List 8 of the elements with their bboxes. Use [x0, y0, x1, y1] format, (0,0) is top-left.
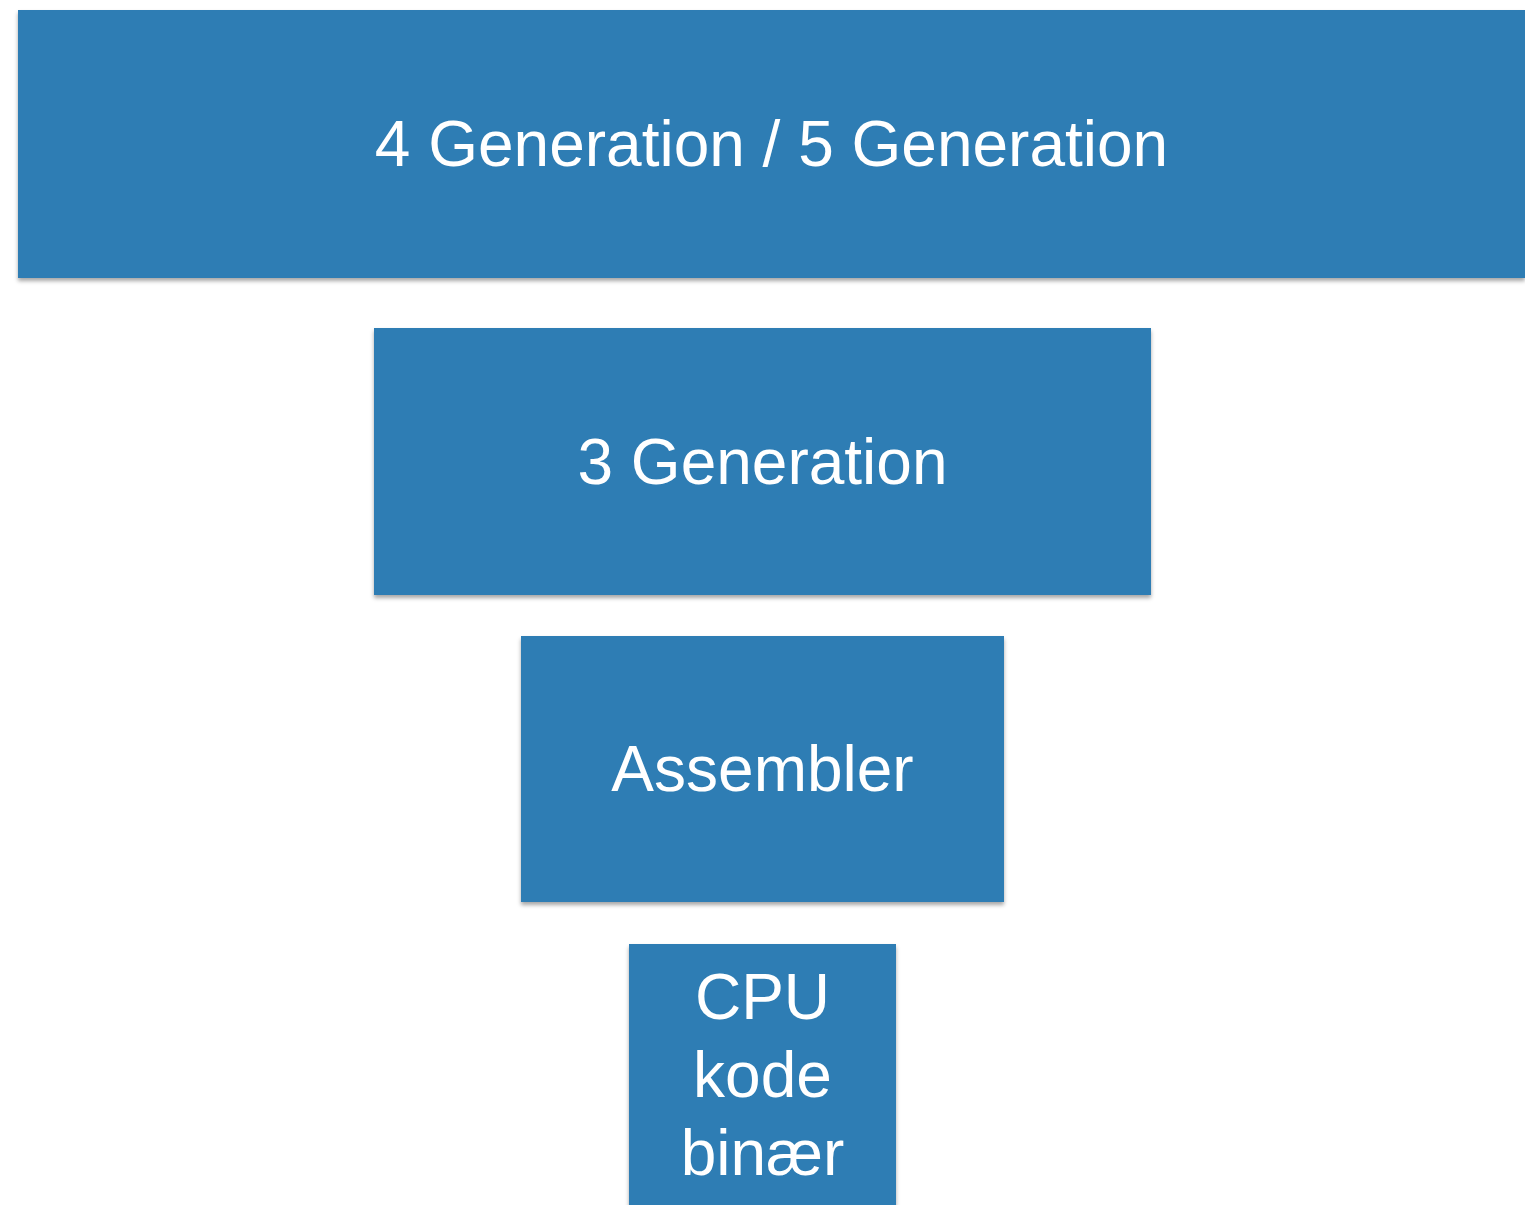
layer-box: [629, 944, 896, 1205]
layer-label: 3 Generation: [577, 424, 948, 500]
layer-box: [18, 10, 1525, 278]
layer-label: 4 Generation / 5 Generation: [374, 107, 1169, 182]
layer-label: CPU kode binær: [679, 959, 846, 1191]
layer-label: Assembler: [611, 732, 914, 807]
layer-box: [521, 636, 1004, 902]
layer-box: [374, 328, 1151, 595]
